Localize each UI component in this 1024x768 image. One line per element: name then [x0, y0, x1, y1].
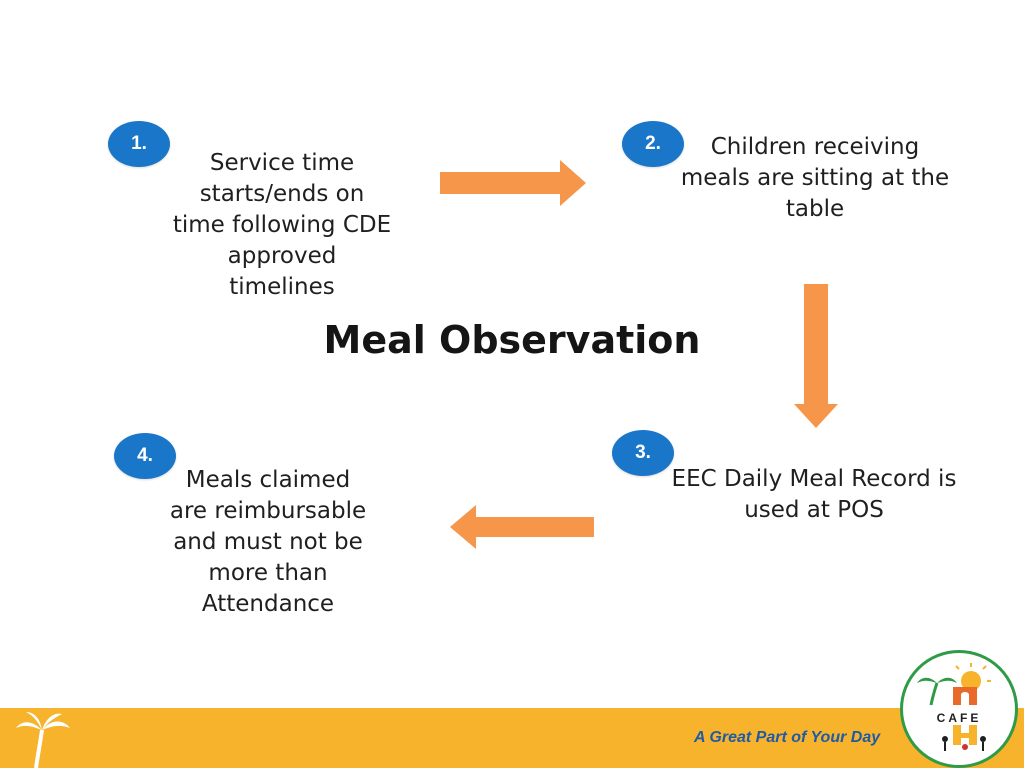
footer-band	[0, 708, 1024, 768]
step-2-text: Children receiving meals are sitting at …	[680, 134, 950, 222]
step-3-badge: 3.	[612, 430, 674, 476]
step-3-text: EEC Daily Meal Record is used at POS	[671, 466, 957, 523]
arrow-left	[450, 505, 594, 549]
logo-text: CAFE	[936, 711, 982, 725]
step-4-badge: 4.	[114, 433, 176, 479]
step-4-text: Meals claimed are reimbursable and must …	[169, 467, 367, 617]
step-1-badge: 1.	[108, 121, 170, 167]
logo-graphic	[917, 663, 991, 751]
arrow-down	[794, 284, 838, 428]
diagram-title: Meal Observation	[323, 318, 701, 362]
step-2-badge: 2.	[622, 121, 684, 167]
step-1-text: Service time starts/ends on time followi…	[172, 150, 392, 300]
footer-tagline: A Great Part of Your Day	[694, 729, 881, 746]
cafe-logo: CAFE	[900, 650, 1018, 768]
arrow-right	[440, 160, 586, 206]
palm-tree-icon	[16, 712, 70, 768]
